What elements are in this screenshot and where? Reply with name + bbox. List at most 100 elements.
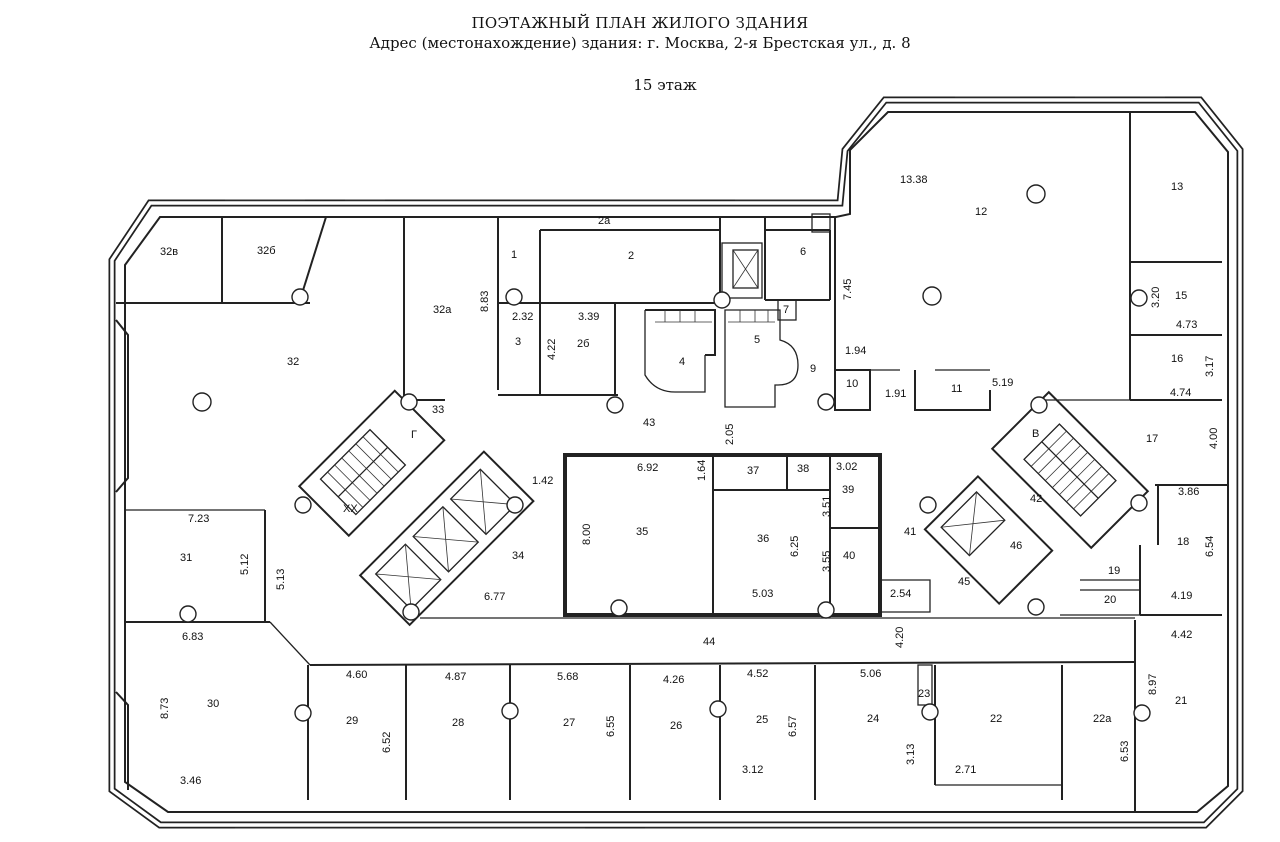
dim-label: 13.38: [900, 174, 928, 186]
dim-label: 1.64: [696, 460, 708, 481]
room-23-label: 23: [918, 688, 930, 700]
room-1-label: 1: [511, 249, 517, 261]
room-32b-label: 32б: [257, 245, 276, 257]
room-41-label: 41: [904, 526, 916, 538]
dim-label: 3.86: [1178, 486, 1199, 498]
dim-label: 6.55: [605, 716, 617, 737]
plan-title: ПОЭТАЖНЫЙ ПЛАН ЖИЛОГО ЗДАНИЯ: [471, 14, 809, 32]
dim-label: 3.12: [742, 764, 763, 776]
dim-label: 4.60: [346, 669, 367, 681]
passage-xx-label: XX: [343, 503, 358, 515]
room-31-label: 31: [180, 552, 192, 564]
dim-label: 2.32: [512, 311, 533, 323]
room-5-label: 5: [754, 334, 760, 346]
dim-label: 5.13: [275, 569, 287, 590]
room-28-label: 28: [452, 717, 464, 729]
room-7-label: 7: [783, 304, 789, 316]
room-6-label: 6: [800, 246, 806, 258]
room-22-label: 22: [990, 713, 1002, 725]
dim-label: 8.83: [479, 291, 491, 312]
room-27-label: 27: [563, 717, 575, 729]
dim-label: 6.25: [789, 536, 801, 557]
room-29-label: 29: [346, 715, 358, 727]
room-labels: 32в 32б 32 32а 1 2а 2 3 2б 4 5 6 7 9 10 …: [160, 181, 1189, 732]
room-2a-label: 2а: [598, 215, 611, 227]
dim-label: 4.74: [1170, 387, 1191, 399]
room-18-label: 18: [1177, 536, 1189, 548]
dim-label: 6.77: [484, 591, 505, 603]
dim-label: 2.05: [724, 424, 736, 445]
dim-label: 6.92: [637, 462, 658, 474]
room-30-label: 30: [207, 698, 219, 710]
dim-label: 3.51: [821, 496, 833, 517]
dim-label: 2.71: [955, 764, 976, 776]
dim-label: 3.39: [578, 311, 599, 323]
interior-walls: [115, 112, 1228, 812]
dim-label: 7.45: [842, 279, 854, 300]
room-32v-label: 32в: [160, 246, 178, 258]
room-40-label: 40: [843, 550, 855, 562]
dim-label: 5.19: [992, 377, 1013, 389]
room-25-label: 25: [756, 714, 768, 726]
room-13-label: 13: [1171, 181, 1183, 193]
room-38-label: 38: [797, 463, 809, 475]
room-17-label: 17: [1146, 433, 1158, 445]
dim-label: 4.73: [1176, 319, 1197, 331]
dim-label: 5.03: [752, 588, 773, 600]
dim-label: 5.06: [860, 668, 881, 680]
room-43-label: 43: [643, 417, 655, 429]
dim-label: 4.87: [445, 671, 466, 683]
room-45-label: 45: [958, 576, 970, 588]
dim-label: 5.68: [557, 671, 578, 683]
dim-label: 1.94: [845, 345, 866, 357]
dim-label: 4.52: [747, 668, 768, 680]
room-39-label: 39: [842, 484, 854, 496]
dim-label: 2.54: [890, 588, 911, 600]
room-16-label: 16: [1171, 353, 1183, 365]
room-21-label: 21: [1175, 695, 1187, 707]
dim-label: 3.20: [1150, 287, 1162, 308]
room-32-label: 32: [287, 356, 299, 368]
room-36-label: 36: [757, 533, 769, 545]
dim-label: 6.57: [787, 716, 799, 737]
dim-label: 3.02: [836, 461, 857, 473]
dim-label: 4.42: [1171, 629, 1192, 641]
riser-markers: [179, 184, 1151, 722]
floor-label: 15 этаж: [633, 76, 697, 94]
room-10-label: 10: [846, 378, 858, 390]
dim-label: 7.23: [188, 513, 209, 525]
room-22a-label: 22а: [1093, 713, 1112, 725]
room-44-label: 44: [703, 636, 715, 648]
dim-label: 4.20: [894, 627, 906, 648]
dim-label: 6.54: [1204, 536, 1216, 557]
room-46-label: 46: [1010, 540, 1022, 552]
room-2-label: 2: [628, 250, 634, 262]
room-2b-label: 2б: [577, 338, 589, 350]
room-19-label: 19: [1108, 565, 1120, 577]
room-42-label: 42: [1030, 493, 1042, 505]
room-3-label: 3: [515, 336, 521, 348]
room-12-label: 12: [975, 206, 987, 218]
dim-label: 6.83: [182, 631, 203, 643]
room-37-label: 37: [747, 465, 759, 477]
room-32a-label: 32а: [433, 304, 452, 316]
room-24-label: 24: [867, 713, 879, 725]
room-34-label: 34: [512, 550, 524, 562]
dim-label: 4.19: [1171, 590, 1192, 602]
exterior-walls: [108, 96, 1244, 829]
dim-label: 5.12: [239, 554, 251, 575]
dim-label: 6.53: [1119, 741, 1131, 762]
stair-v-label: В: [1032, 428, 1039, 440]
room-4-label: 4: [679, 356, 685, 368]
room-26-label: 26: [670, 720, 682, 732]
stair-g-label: Г: [411, 429, 417, 441]
dim-label: 3.13: [905, 744, 917, 765]
dim-label: 1.42: [532, 475, 553, 487]
building-address: Адрес (местонахождение) здания: г. Москв…: [369, 34, 911, 52]
room-35-label: 35: [636, 526, 648, 538]
dim-label: 3.55: [821, 551, 833, 572]
dim-label: 8.73: [159, 698, 171, 719]
room-9-label: 9: [810, 363, 816, 375]
dim-label: 8.00: [581, 524, 593, 545]
